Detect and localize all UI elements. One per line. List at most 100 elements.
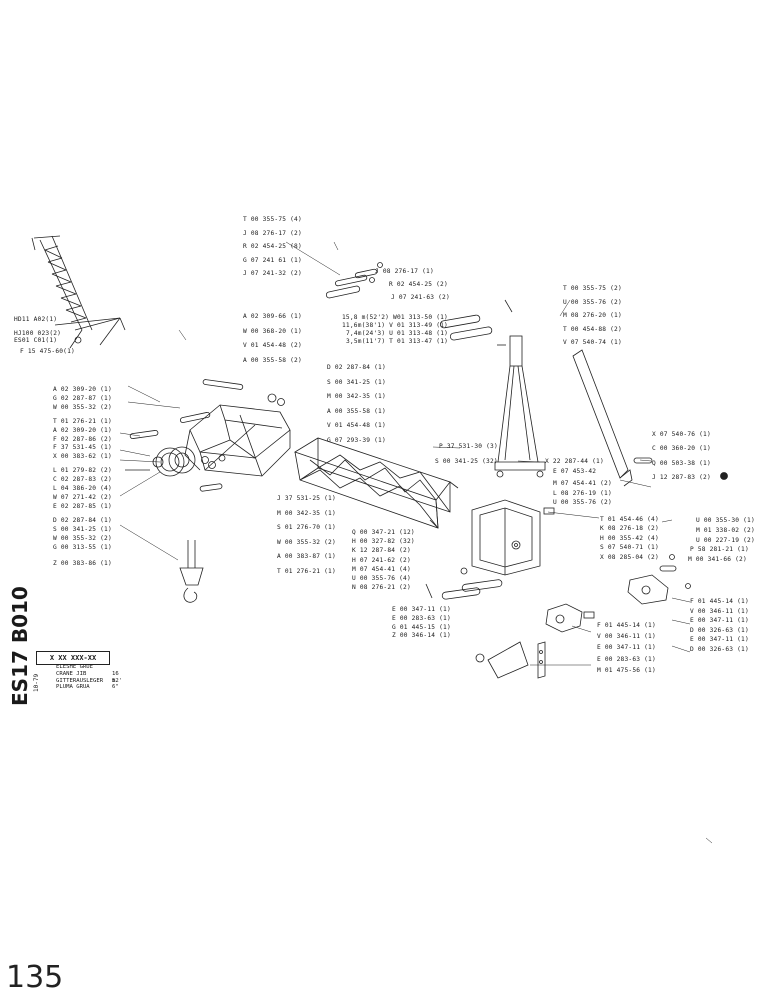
label: J 08 276-17 (2) (243, 229, 302, 237)
upper-right-labels: T 00 355-75 (2) U 00 355-76 (2) M 08 276… (563, 282, 622, 350)
label: H 00 327-82 (32) (352, 538, 415, 546)
label: C 00 360-20 (1) (652, 445, 711, 453)
label: ES01 C01(1) (14, 337, 58, 344)
hook-block (179, 540, 204, 603)
label: M 01 475-56 (1) (597, 666, 656, 674)
label: M 07 454-41 (4) (352, 565, 411, 573)
center-lower-labels: D 02 287-84 (1) S 00 341-25 (1) M 00 342… (327, 361, 386, 449)
top-center-labels: T 00 355-75 (4) J 08 276-17 (2) R 02 454… (243, 213, 302, 281)
mini-crane-overview (31, 235, 126, 349)
label: J 07 241-32 (2) (243, 270, 302, 277)
label: T 00 355-75 (2) (563, 285, 622, 292)
label: X 08 285-04 (2) (600, 553, 659, 561)
label: V 00 346-11 (1) (597, 633, 656, 641)
label: T 01 276-21 (1) (53, 417, 112, 425)
label: W 00 355-32 (2) (53, 534, 112, 542)
pin-set-bottom (425, 567, 503, 600)
label: G 07 293-39 (1) (327, 436, 386, 444)
label: J 12 287-83 (2) (652, 474, 711, 482)
title-dim: 16 m (112, 670, 119, 684)
label: D 00 326-63 (1) (690, 645, 749, 653)
label: F 37 531-45 (1) (53, 444, 112, 452)
hook-area-labels: J 37 531-25 (1) M 00 342-35 (1) S 01 276… (277, 492, 336, 580)
label: S 07 540-71 (1) (600, 544, 659, 552)
label: F 15 475-60(1) (20, 347, 75, 355)
label: 7,4m(24'3) U 01 313-48 (1) (346, 330, 449, 337)
label: T 01 276-21 (1) (277, 567, 336, 575)
label: L 04 386-20 (4) (53, 485, 112, 493)
label: Z 00 346-14 (1) (392, 632, 451, 640)
label: HD11 A02(1) (14, 316, 58, 323)
label: D 00 326-63 (1) (690, 626, 749, 634)
label: HJ100 023(2) (14, 329, 62, 337)
label: S 00 341-25 (32) (435, 457, 498, 465)
label: H 07 241-62 (2) (352, 556, 411, 564)
label: G 07 241 61 (1) (243, 256, 302, 264)
label: J 07 241-63 (2) (391, 294, 450, 301)
label: F 01 445-14 (1) (597, 622, 656, 629)
label: A 02 309-20 (1) (53, 426, 112, 434)
long-strut (572, 349, 653, 487)
boom-length-labels: 15,8 m(52'2) W01 313-50 (1) 11,6m(38'1) … (342, 314, 448, 346)
right-bottom-labels: F 01 445-14 (1) V 00 346-11 (1) E 00 347… (690, 597, 749, 655)
label: X 00 383-62 (1) (53, 453, 112, 461)
label: T 01 454-46 (4) (600, 516, 659, 523)
bottom-small-labels: E 00 347-11 (1) E 00 283-63 (1) G 01 445… (392, 606, 451, 641)
right-column-labels: U 00 355-30 (1) M 01 338-02 (2) U 00 227… (688, 516, 755, 565)
pin-labels: J 08 276-17 (1) R 02 454-25 (2) J 07 241… (375, 265, 450, 304)
label: P 37 531-30 (3) (439, 443, 498, 450)
label: K 08 276-18 (2) (600, 525, 659, 533)
label: V 00 346-11 (1) (690, 607, 749, 615)
label: V 07 540-74 (1) (563, 339, 622, 347)
label: X 07 540-76 (1) (652, 431, 711, 438)
label: A 02 309-20 (1) (53, 386, 112, 393)
a-frame-mast (494, 335, 546, 478)
label: F 01 445-14 (1) (690, 598, 749, 605)
label: 3,5m(11'7) T 01 313-47 (1) (346, 338, 449, 345)
label: G 00 313-55 (1) (53, 543, 112, 551)
label: A 00 355-58 (2) (243, 356, 302, 364)
left-column-labels: A 02 309-20 (1) G 02 287-87 (1) W 00 355… (53, 386, 112, 569)
label: S 00 341-25 (1) (327, 378, 386, 386)
label: S 00 341-25 (1) (53, 525, 112, 533)
label: U 00 355-76 (2) (553, 499, 612, 507)
label: A 00 355-58 (1) (327, 407, 386, 415)
label: X 22 287-44 (1) (545, 458, 604, 465)
label: U 00 355-76 (4) (352, 575, 411, 583)
label: K 12 287-84 (2) (352, 547, 411, 555)
lattice-boom-section (294, 437, 459, 529)
label: U 00 355-76 (2) (563, 298, 622, 306)
label: M 00 342-35 (1) (327, 393, 386, 401)
label: A 00 383-87 (1) (277, 553, 336, 561)
center-mid-labels: A 02 309-66 (1) W 00 368-20 (1) V 01 454… (243, 310, 302, 368)
label: D 02 287-84 (1) (327, 364, 386, 371)
label: G 02 287-87 (1) (53, 394, 112, 402)
label: E 00 347-11 (1) (690, 636, 749, 644)
mid-right-labels-2: X 22 287-44 (1) E 07 453-42 M 07 454-41 … (545, 457, 612, 508)
far-right-labels: X 07 540-76 (1) C 00 360-20 (1) Q 00 503… (652, 428, 711, 486)
label: R 02 454-25 (2) (389, 281, 448, 288)
label: C 02 287-83 (2) (53, 476, 112, 484)
document-code: ES17 B010 (8, 586, 32, 706)
label: U 00 355-30 (1) (696, 517, 755, 524)
label: D 02 287-84 (1) (53, 516, 112, 524)
bottom-center-labels: Q 00 347-21 (12) H 00 327-82 (32) K 12 2… (352, 528, 415, 592)
label: W 00 355-32 (2) (277, 538, 336, 546)
mini-crane-labels: HD11 A02(1) HJ100 023(2) ES01 C01(1) F 1… (14, 316, 75, 355)
part-number-box: X XX XXX-XX (36, 651, 110, 665)
label: M 08 276-20 (1) (563, 312, 622, 320)
label: T 00 454-88 (2) (563, 325, 622, 333)
label: M 01 338-02 (2) (696, 526, 755, 534)
label: J 08 276-17 (1) (375, 268, 434, 275)
label: N 08 276-21 (2) (352, 584, 411, 592)
page-number: 135 (6, 960, 64, 995)
label: L 01 279-82 (2) (53, 467, 112, 475)
label: H 00 355-42 (4) (600, 534, 659, 542)
label: Z 00 383-86 (1) (53, 560, 112, 568)
leader-lines (119, 241, 713, 844)
label: 15,8 m(52'2) W01 313-50 (1) (342, 314, 448, 321)
label: E 00 283-63 (1) (597, 655, 656, 663)
label: E 00 347-11 (1) (392, 606, 451, 613)
